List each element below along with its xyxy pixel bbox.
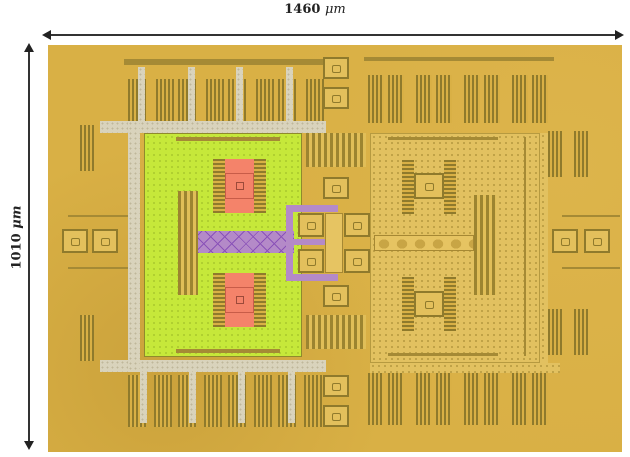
- width-value: 1460: [284, 2, 321, 17]
- left-edge-pad-1: [62, 229, 88, 253]
- right-edge-pad-1: [552, 229, 578, 253]
- arrow-up-icon: [24, 43, 34, 52]
- chip-die: [48, 45, 622, 452]
- arrow-right-icon: [615, 30, 624, 40]
- width-unit: μm: [324, 2, 346, 17]
- top-left-capacitor-bank: [124, 59, 324, 121]
- center-pad-4: [344, 249, 370, 273]
- right-pad-lower: [414, 291, 444, 317]
- pink-pad-lower: [225, 273, 254, 327]
- right-pad-upper: [414, 173, 444, 199]
- width-dimension-line: [48, 34, 618, 36]
- left-edge-pad-2: [92, 229, 118, 253]
- purple-feed-line: [198, 231, 294, 253]
- left-vertical-capacitor: [178, 191, 198, 295]
- height-value: 1010: [9, 233, 25, 270]
- pink-pad-upper: [225, 159, 254, 213]
- right-vertical-capacitor: [474, 195, 496, 295]
- height-dimension-line: [28, 50, 30, 446]
- center-pad-2: [298, 249, 324, 273]
- center-pad-1: [298, 213, 324, 237]
- height-unit: μm: [9, 205, 25, 229]
- arrow-left-icon: [42, 30, 51, 40]
- center-pad-3: [344, 213, 370, 237]
- silver-ground-ring: [100, 121, 326, 133]
- right-edge-pad-2: [584, 229, 610, 253]
- arrow-down-icon: [24, 441, 34, 450]
- width-dimension-label: 1460 μm: [0, 2, 630, 17]
- height-dimension-label: 1010 μm: [10, 193, 25, 283]
